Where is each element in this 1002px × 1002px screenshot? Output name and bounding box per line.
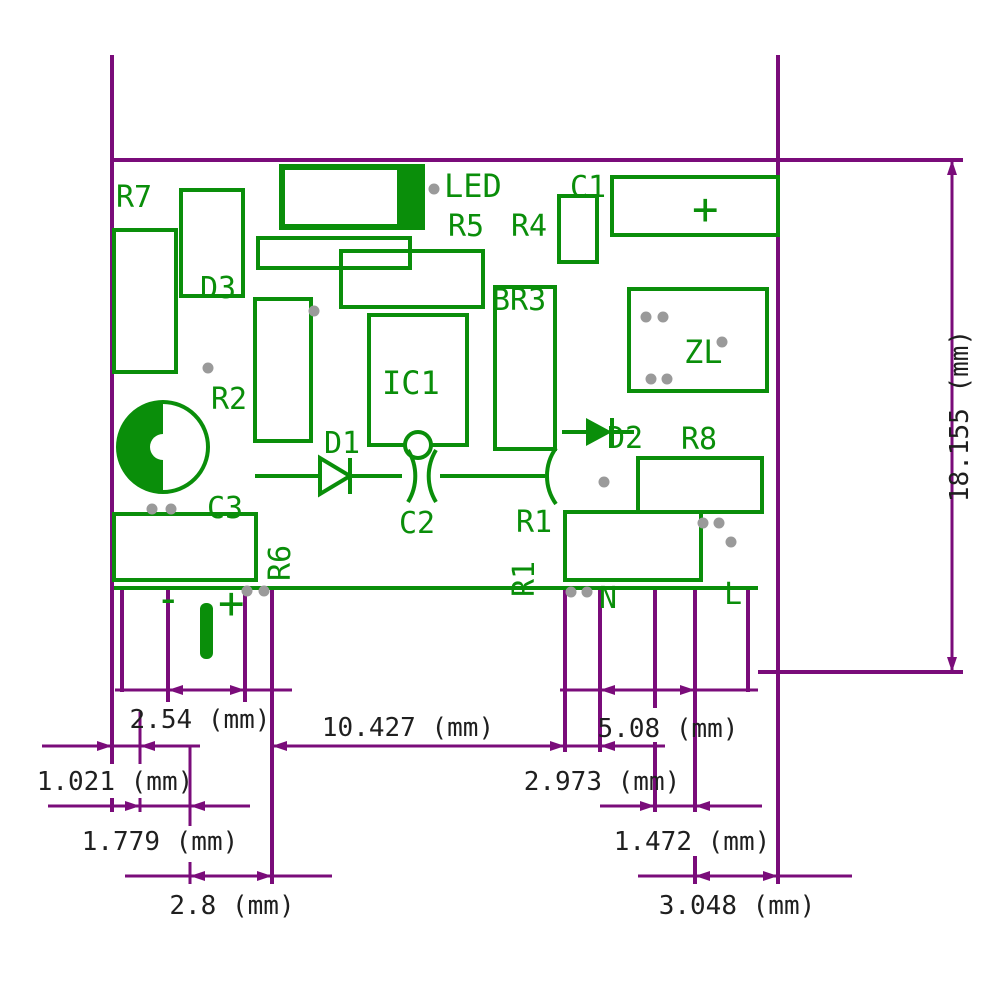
pad xyxy=(725,536,737,548)
pad xyxy=(713,517,725,529)
dim-arrow xyxy=(600,741,615,751)
silkscreen xyxy=(112,164,780,659)
label-cap-plus: + xyxy=(692,184,719,235)
label-pin-n: N xyxy=(599,581,617,616)
pad xyxy=(661,373,673,385)
dim-text-center-span: 10.427 (mm) xyxy=(322,713,494,743)
label-r1: R1 xyxy=(516,505,552,540)
label-pin-minus: - xyxy=(155,573,182,624)
label-led: LED xyxy=(444,167,502,205)
dimension-texts: 18.155 (mm) 2.54 (mm) 10.427 (mm) 5.08 (… xyxy=(37,330,975,921)
label-r5: R5 xyxy=(448,209,484,244)
label-pin-plus: + xyxy=(218,578,245,629)
component-c1-body xyxy=(557,194,599,264)
board-outline xyxy=(110,55,963,884)
dim-arrow xyxy=(190,801,205,811)
component-br3-body xyxy=(493,285,557,451)
label-br3: BR3 xyxy=(492,283,546,318)
r1-arc xyxy=(545,446,558,506)
component-r5-r4-body xyxy=(339,249,485,309)
dim-text-board-height: 18.155 (mm) xyxy=(945,330,975,502)
pad xyxy=(565,586,577,598)
component-dc-terminal-body xyxy=(112,512,258,582)
pads xyxy=(146,183,737,598)
dim-arrow xyxy=(190,871,205,881)
label-d1: D1 xyxy=(324,426,360,461)
label-d3: D3 xyxy=(200,271,236,306)
component-cap-body xyxy=(610,175,780,237)
board-pins xyxy=(120,590,750,884)
label-r8: R8 xyxy=(681,422,717,457)
pad xyxy=(308,305,320,317)
dim-text-left-edge-offset: 1.021 (mm) xyxy=(37,767,194,797)
dim-arrow xyxy=(272,741,287,751)
pad xyxy=(581,586,593,598)
pad xyxy=(165,503,177,515)
pad xyxy=(640,311,652,323)
label-r7: R7 xyxy=(116,180,152,215)
pad xyxy=(146,503,158,515)
dim-arrow xyxy=(168,685,183,695)
capacitor-hole xyxy=(150,434,176,460)
label-ic1: IC1 xyxy=(382,364,440,402)
c2-plate-arc xyxy=(426,448,438,504)
d1-diode-icon xyxy=(318,454,354,498)
dim-arrow xyxy=(947,160,957,175)
pad xyxy=(258,585,270,597)
ic1-notch xyxy=(403,430,433,460)
dim-text-ac-pin-offset: 2.973 (mm) xyxy=(524,767,681,797)
dim-text-ac-pin-width: 1.472 (mm) xyxy=(614,827,771,857)
dim-arrow xyxy=(230,685,245,695)
component-led-fill xyxy=(397,170,419,224)
label-r6-vertical: R6 xyxy=(263,545,298,581)
component-d3-body xyxy=(179,188,245,298)
label-r4: R4 xyxy=(511,209,547,244)
dim-arrow xyxy=(695,801,710,811)
pad xyxy=(428,183,440,195)
dim-arrow xyxy=(125,801,140,811)
dim-arrow xyxy=(947,657,957,672)
component-nl-terminal-body xyxy=(563,510,703,582)
component-r2-body xyxy=(253,297,313,443)
pad xyxy=(645,373,657,385)
pad xyxy=(241,585,253,597)
pad xyxy=(202,362,214,374)
d2-diode-icon xyxy=(586,418,612,446)
pad xyxy=(716,336,728,348)
dim-arrow xyxy=(97,741,112,751)
label-c3: C3 xyxy=(207,491,243,526)
capacitor-circle-fill xyxy=(118,402,163,492)
pin-mark xyxy=(200,603,213,659)
pad xyxy=(657,311,669,323)
pad xyxy=(598,476,610,488)
dim-arrow xyxy=(600,685,615,695)
dimension-lines xyxy=(42,160,957,881)
component-zl-body xyxy=(627,287,769,393)
label-d2: D2 xyxy=(607,421,643,456)
dim-text-dc-pin-pitch: 2.54 (mm) xyxy=(130,705,271,735)
component-labels: R7 D3 LED R5 R4 C1 + ZL BR3 IC1 R2 C3 D1… xyxy=(116,167,742,629)
c2-plate-arc xyxy=(406,448,418,504)
dim-arrow xyxy=(257,871,272,881)
dim-arrow xyxy=(640,801,655,811)
label-r2: R2 xyxy=(211,382,247,417)
dim-arrow xyxy=(680,685,695,695)
dim-text-ac-edge-offset: 3.048 (mm) xyxy=(659,891,816,921)
dim-arrow xyxy=(695,871,710,881)
dim-text-ac-pin-pitch: 5.08 (mm) xyxy=(598,714,739,744)
dim-text-dc-pin-width: 1.779 (mm) xyxy=(82,827,239,857)
component-led-body xyxy=(279,164,425,230)
component-r8-body xyxy=(636,456,764,514)
dim-arrow xyxy=(140,741,155,751)
label-c2: C2 xyxy=(399,506,435,541)
label-zl: ZL xyxy=(684,333,723,371)
label-pin-l: L xyxy=(724,577,742,612)
pad xyxy=(697,517,709,529)
component-r7-body xyxy=(112,228,178,374)
label-r1-vertical: R1 xyxy=(507,561,542,597)
dim-text-dc-edge-offset: 2.8 (mm) xyxy=(169,891,294,921)
dim-arrow xyxy=(763,871,778,881)
label-c1: C1 xyxy=(570,170,606,205)
